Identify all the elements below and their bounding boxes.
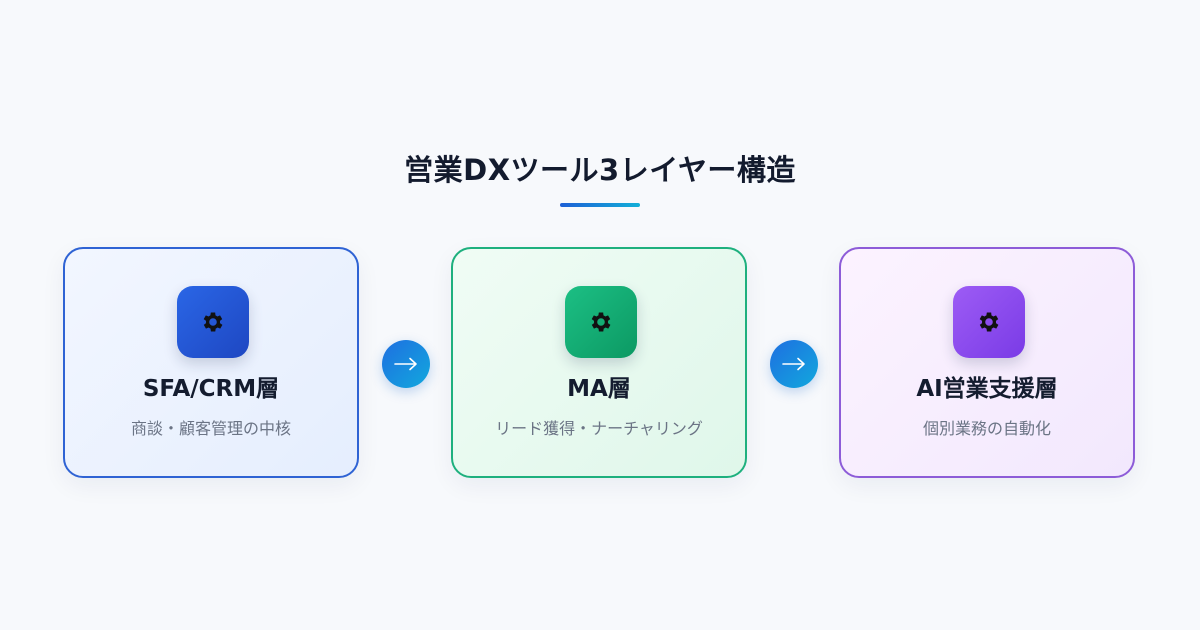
layer-description: リード獲得・ナーチャリング bbox=[495, 419, 703, 438]
layer-title: MA層 bbox=[567, 376, 631, 402]
layer-card-sfa-crm: SFA/CRM層 商談・顧客管理の中核 bbox=[63, 247, 359, 478]
layer-card-ma: MA層 リード獲得・ナーチャリング bbox=[451, 247, 747, 478]
gear-icon bbox=[591, 312, 611, 332]
title-underline bbox=[560, 203, 640, 207]
gear-icon bbox=[979, 312, 999, 332]
arrow-right-icon bbox=[394, 357, 417, 371]
layer-icon-tile bbox=[177, 286, 249, 358]
layer-title: AI営業支援層 bbox=[916, 376, 1058, 402]
layer-description: 個別業務の自動化 bbox=[922, 419, 1051, 438]
gear-icon bbox=[203, 312, 223, 332]
arrow-right-icon bbox=[782, 357, 805, 371]
layer-card-ai-sales: AI営業支援層 個別業務の自動化 bbox=[839, 247, 1135, 478]
layer-title: SFA/CRM層 bbox=[142, 376, 280, 402]
diagram-title: 営業DXツール3レイヤー構造 bbox=[404, 153, 796, 187]
layer-icon-tile bbox=[565, 286, 637, 358]
connector-arrow bbox=[770, 340, 818, 388]
connector-arrow bbox=[382, 340, 430, 388]
layer-icon-tile bbox=[953, 286, 1025, 358]
layer-description: 商談・顧客管理の中核 bbox=[130, 419, 291, 438]
